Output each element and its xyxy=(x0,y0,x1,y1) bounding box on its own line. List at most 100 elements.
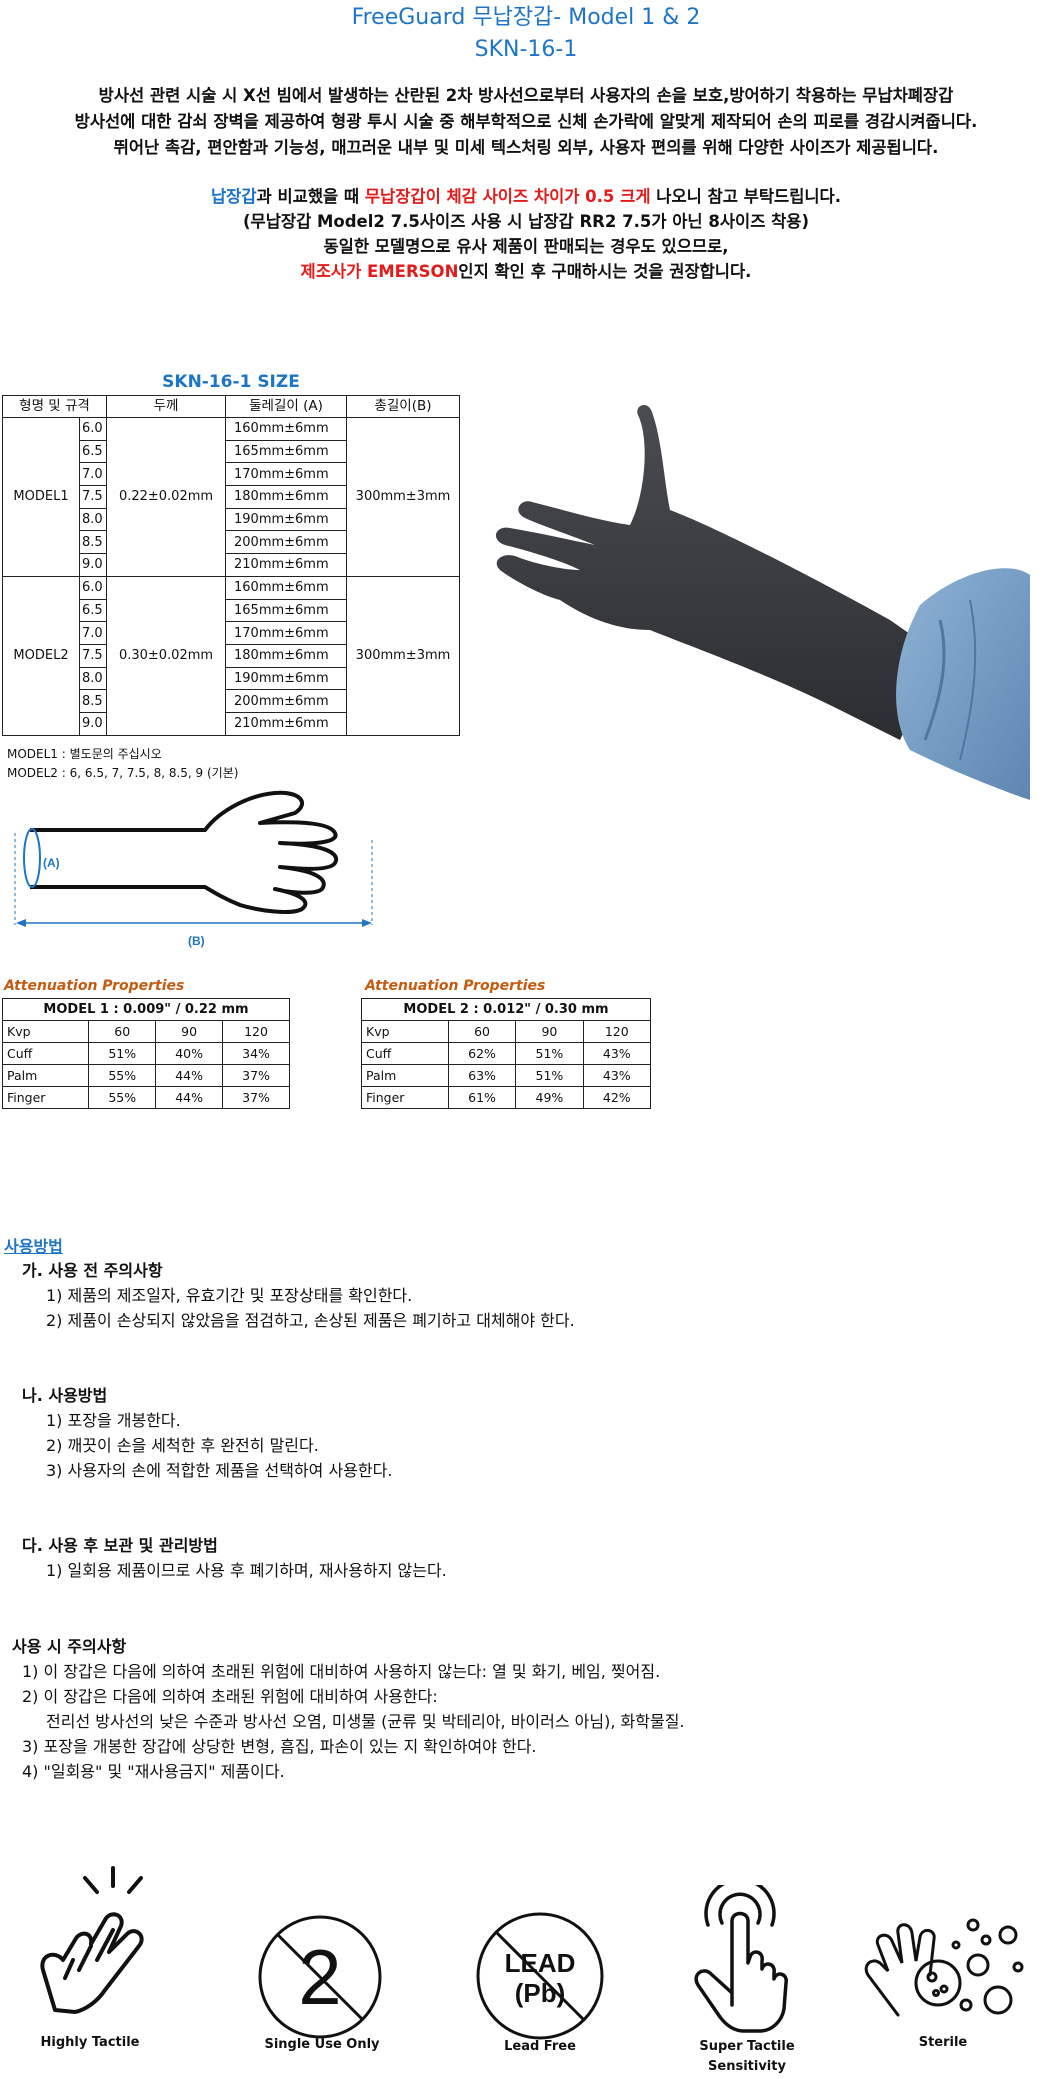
usage-before-heading: 가. 사용 전 주의사항 xyxy=(22,1261,163,1280)
circumference-cell: 160mm±6mm xyxy=(225,417,347,441)
circumference-cell: 190mm±6mm xyxy=(225,507,347,532)
caution-section: 사용 시 주의사항 1) 이 장갑은 다음에 의하여 초래된 위험에 대비하여 … xyxy=(12,1634,685,1784)
attenuation-cell: 49% xyxy=(515,1086,584,1109)
size-cell: 9.0 xyxy=(79,553,107,577)
intro-paragraph: 방사선 관련 시술 시 X선 빔에서 발생하는 산란된 2차 방사선으로부터 사… xyxy=(0,83,1052,161)
gown-sleeve xyxy=(896,568,1030,800)
circumference-cell: 170mm±6mm xyxy=(225,462,347,487)
super-tactile-label-line-1: Super Tactile xyxy=(699,2039,795,2054)
hand-outline-icon xyxy=(30,790,339,914)
usage-section: 사용방법 xyxy=(4,1234,63,1259)
size-table-title: SKN-16-1 SIZE xyxy=(162,372,300,392)
usage-heading: 사용방법 xyxy=(4,1237,63,1256)
attenuation-cell: 37% xyxy=(222,1086,290,1109)
size-cell: 6.5 xyxy=(79,439,107,464)
super-tactile-label: Super Tactile Sensitivity xyxy=(677,2037,817,2077)
attenuation-title: MODEL 1 : 0.009" / 0.22 mm xyxy=(2,998,290,1021)
size-cell: 6.0 xyxy=(79,417,107,441)
usage-method: 나. 사용방법 1) 포장을 개봉한다. 2) 깨끗이 손을 세척한 후 완전히… xyxy=(22,1383,392,1483)
length-cell: 300mm±3mm xyxy=(346,575,460,736)
attenuation-cell: 44% xyxy=(155,1064,224,1087)
col-circumference: 둘레길이 (A) xyxy=(225,395,347,418)
caution-heading: 사용 시 주의사항 xyxy=(12,1637,127,1656)
size-note-2: MODEL2 : 6, 6.5, 7, 7.5, 8, 8.5, 9 (기본) xyxy=(7,766,239,780)
notice-line-2: (무납장갑 Model2 7.5사이즈 사용 시 납장갑 RR2 7.5가 아닌… xyxy=(242,212,810,231)
usage-before: 가. 사용 전 주의사항 1) 제품의 제조일자, 유효기간 및 포장상태를 확… xyxy=(22,1258,575,1333)
label-a: (A) xyxy=(43,856,60,870)
size-table-header: 형명 및 규격 두께 둘레길이 (A) 총길이(B) xyxy=(2,395,460,418)
notice-lead-glove: 납장갑 xyxy=(210,187,257,206)
size-note-1: MODEL1 : 별도문의 주십시오 xyxy=(7,747,162,761)
attenuation-caption-2: Attenuation Properties xyxy=(365,978,546,994)
circumference-cell: 200mm±6mm xyxy=(225,689,347,713)
size-cell: 7.5 xyxy=(79,643,107,668)
col-model: 형명 및 규격 xyxy=(2,395,107,418)
glove-photo xyxy=(495,404,1030,800)
circumference-cell: 210mm±6mm xyxy=(225,553,347,577)
attenuation-cell: 55% xyxy=(88,1086,157,1109)
usage-item: 2) 제품이 손상되지 않았음을 점검하고, 손상된 제품은 폐기하고 대체해야… xyxy=(46,1311,575,1330)
attenuation-cell: 34% xyxy=(222,1042,290,1065)
attenuation-cell: 51% xyxy=(88,1042,157,1065)
attenuation-cell: 42% xyxy=(582,1086,652,1109)
circumference-cell: 165mm±6mm xyxy=(225,598,347,623)
attenuation-caption-1: Attenuation Properties xyxy=(4,978,185,994)
circumference-cell: 160mm±6mm xyxy=(225,575,347,600)
sterile-icon xyxy=(864,1918,1024,2017)
notice-manufacturer: 제조사가 EMERSON xyxy=(300,262,459,281)
intro-line: 뛰어난 촉감, 편안함과 기능성, 매끄러운 내부 및 미세 텍스처링 외부, … xyxy=(113,138,939,157)
size-cell: 7.0 xyxy=(79,462,107,487)
size-cell: 8.5 xyxy=(79,530,107,555)
usage-item: 1) 제품의 제조일자, 유효기간 및 포장상태를 확인한다. xyxy=(46,1286,413,1305)
length-cell: 300mm±3mm xyxy=(346,417,460,577)
attenuation-cell: 40% xyxy=(155,1042,224,1065)
attenuation-cell: Palm xyxy=(1,1064,90,1087)
notice-text: 인지 확인 후 구매하시는 것을 권장합니다. xyxy=(458,262,752,281)
size-cell: 7.0 xyxy=(79,621,107,645)
notice-line-4: 제조사가 EMERSON인지 확인 후 구매하시는 것을 권장합니다. xyxy=(0,259,1052,284)
attenuation-kvp-cell: Kvp xyxy=(361,1020,449,1043)
attenuation-cell: Cuff xyxy=(361,1042,449,1065)
caution-item: 1) 이 장갑은 다음에 의하여 초래된 위험에 대비하여 사용하지 않는다: … xyxy=(22,1662,661,1681)
pb-glyph: (Pb) xyxy=(515,1978,566,2008)
highly-tactile-icon xyxy=(40,1866,144,2014)
attenuation-cell: 61% xyxy=(447,1086,517,1109)
intro-line: 방사선에 대한 감쇠 장벽을 제공하여 형광 투시 시술 중 해부학적으로 신체… xyxy=(74,112,978,131)
attenuation-cell: 43% xyxy=(582,1042,652,1065)
attenuation-cell: 63% xyxy=(447,1064,517,1087)
glove-shape xyxy=(495,404,940,740)
attenuation-cell: 44% xyxy=(155,1086,224,1109)
size-table-row: 7.0 170mm±6mm xyxy=(3,462,460,487)
usage-storage: 다. 사용 후 보관 및 관리방법 1) 일회용 제품이므로 사용 후 폐기하며… xyxy=(22,1533,447,1583)
single-use-icon: 2 xyxy=(258,1915,382,2039)
size-cell: 9.0 xyxy=(79,711,107,736)
col-thickness: 두께 xyxy=(106,395,226,418)
usage-item: 1) 포장을 개봉한다. xyxy=(46,1411,181,1430)
attenuation-kvp-cell: 90 xyxy=(155,1020,224,1043)
size-cell: 8.0 xyxy=(79,666,107,691)
thickness-cell: 0.30±0.02mm xyxy=(106,575,226,736)
single-use-glyph: 2 xyxy=(298,1933,341,2021)
circumference-marker-icon xyxy=(23,828,41,888)
title-line-2: SKN-16-1 xyxy=(474,37,578,62)
usage-storage-heading: 다. 사용 후 보관 및 관리방법 xyxy=(22,1536,218,1555)
size-cell: 8.0 xyxy=(79,507,107,532)
attenuation-kvp-cell: Kvp xyxy=(1,1020,90,1043)
attenuation-title-row: MODEL 2 : 0.012" / 0.30 mm xyxy=(361,998,651,1021)
intro-line: 방사선 관련 시술 시 X선 빔에서 발생하는 산란된 2차 방사선으로부터 사… xyxy=(98,86,954,105)
attenuation-kvp-cell: 120 xyxy=(222,1020,290,1043)
notice-line-1: 납장갑과 비교했을 때 무납장갑이 체감 사이즈 차이가 0.5 크게 나오니 … xyxy=(0,184,1052,209)
caution-item: 2) 이 장갑은 다음에 의하여 초래된 위험에 대비하여 사용한다: xyxy=(22,1687,438,1706)
